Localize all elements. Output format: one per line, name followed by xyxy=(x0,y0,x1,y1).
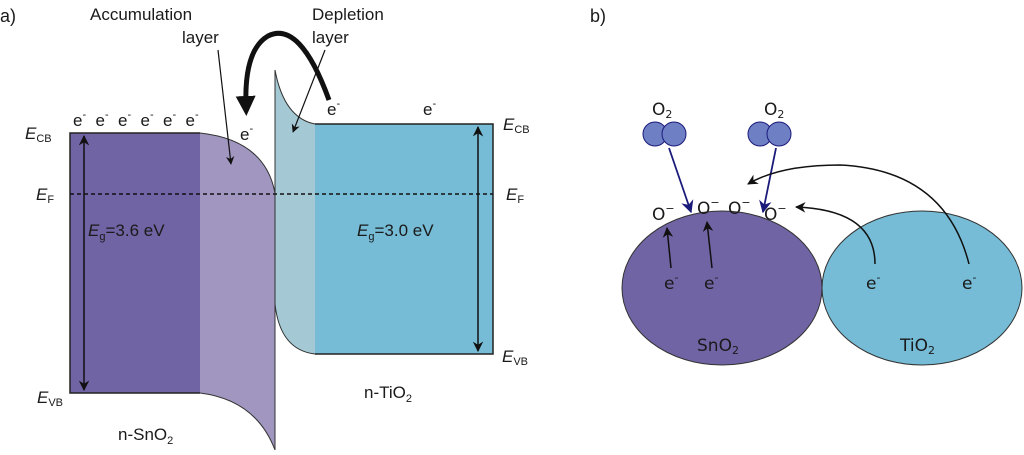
depletion-pointer-arrow xyxy=(291,49,326,133)
tio2-electron-b1: e- xyxy=(866,271,880,294)
tio2-electron-arrow-2 xyxy=(747,164,970,265)
accumulation-label-line1: Accumulation xyxy=(90,5,192,24)
sno2-particle xyxy=(621,210,823,366)
oxygen-ion-4: O− xyxy=(764,202,787,225)
oxygen-ion-3: O− xyxy=(728,196,751,219)
o2-molecule-1: O2 xyxy=(642,100,687,147)
sno2-accumulation-band xyxy=(200,133,275,450)
electron-transfer-arrow xyxy=(235,30,332,116)
oxygen-ion-2: O− xyxy=(697,196,720,219)
tio2-outline xyxy=(315,123,494,355)
o2-adsorption-arrow-1 xyxy=(668,147,694,214)
tio2-particle-label: TiO2 xyxy=(899,336,935,357)
panel-a-label: a) xyxy=(0,6,16,26)
sno2-electron: e- xyxy=(141,109,154,130)
sno2-electron-row: e-e-e-e-e-e- xyxy=(73,109,199,130)
electron-arrow-1 xyxy=(662,226,674,269)
tio2-electron-1: e- xyxy=(327,98,340,119)
sno2-electron: e- xyxy=(163,109,176,130)
sno2-electron: e- xyxy=(186,109,199,130)
sno2-electron: e- xyxy=(96,109,109,130)
electron-arrow-2 xyxy=(702,220,714,269)
sno2-material-label: n-SnO2 xyxy=(118,425,173,447)
panel-b-label: b) xyxy=(590,6,606,26)
sno2-electron: e- xyxy=(118,109,131,130)
panel-b: b) O2 O2 O− O− O− O− e- e- e- e- SnO2 TiO2 xyxy=(590,6,1023,366)
tio2-electron-b2: e- xyxy=(962,271,976,294)
oxygen-ions: O− O− O− O− xyxy=(652,196,787,225)
tio2-electron-2: e- xyxy=(423,98,436,119)
tio2-evb-label: EVB xyxy=(502,347,528,368)
accumulation-label-line2: layer xyxy=(182,28,219,47)
tio2-ecb-label: ECB xyxy=(503,115,530,136)
o2-label-1: O2 xyxy=(652,100,672,121)
sno2-ecb-label: ECB xyxy=(25,124,52,145)
accumulation-pointer-arrow xyxy=(217,49,235,165)
tio2-depletion-band xyxy=(275,70,315,354)
o2-label-2: O2 xyxy=(764,100,784,121)
tio2-ef-label: EF xyxy=(506,185,524,206)
sno2-evb-label: EVB xyxy=(37,388,63,409)
o2-adsorption-arrow-2 xyxy=(759,147,777,214)
sno2-electron: e- xyxy=(73,109,86,130)
sno2-electron-1: e- xyxy=(664,271,678,294)
sno2-bulk-band xyxy=(70,133,200,393)
tio2-bulk-band xyxy=(315,124,493,354)
depletion-label-line2: layer xyxy=(312,28,349,47)
tio2-material-label: n-TiO2 xyxy=(364,383,412,405)
oxygen-ion-1: O− xyxy=(652,202,675,225)
depletion-label-line1: Depletion xyxy=(312,5,384,24)
sno2-ef-label: EF xyxy=(36,185,54,206)
sno2-bandgap-label: Eg=3.6 eV xyxy=(88,221,165,243)
panel-a: a) ECB EF EVB Eg=3.6 eV n-SnO2 ECB EF EV… xyxy=(0,5,530,451)
tio2-electron-arrow-1 xyxy=(794,202,876,265)
o2-molecule-2: O2 xyxy=(747,100,792,147)
sno2-outline xyxy=(69,132,200,394)
tio2-bandgap-label: Eg=3.0 eV xyxy=(357,221,434,243)
sno2-particle-label: SnO2 xyxy=(697,336,739,357)
electron-transferred: e- xyxy=(240,123,253,144)
sno2-electron-2: e- xyxy=(704,271,718,294)
